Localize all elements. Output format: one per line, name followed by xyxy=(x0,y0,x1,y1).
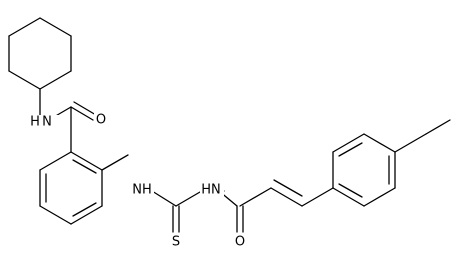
methyl-tip xyxy=(425,119,451,135)
acyl-carbonyl-double-bond xyxy=(236,205,244,233)
vinyl-ring-bond xyxy=(301,187,334,207)
amide-n-label: N xyxy=(42,115,52,130)
atom-labels: H N O NH HN S O xyxy=(26,112,247,250)
label-mask xyxy=(169,234,183,250)
methyl-bond xyxy=(394,133,427,153)
cyclohexyl-ring xyxy=(8,17,72,90)
amide-carbonyl-double-bond xyxy=(70,101,97,121)
acyl-vinyl-bond xyxy=(239,187,272,207)
left-nh-label: NH xyxy=(132,183,152,198)
label-mask xyxy=(200,183,224,199)
nh-thiourea-bond xyxy=(151,190,177,207)
amide-h-label: H xyxy=(30,115,40,130)
label-mask xyxy=(94,112,108,128)
benzamide-ring xyxy=(39,151,103,225)
label-mask xyxy=(26,115,60,131)
ring-nh-bond xyxy=(101,154,129,171)
amide-oxygen-label: O xyxy=(96,113,106,128)
label-mask xyxy=(130,183,154,199)
sulfur-label: S xyxy=(172,235,180,250)
right-hn-label: HN xyxy=(201,183,221,198)
thiocarbonyl-double-bond xyxy=(172,205,180,233)
vinyl-double-bond xyxy=(270,179,303,207)
tolyl-ring xyxy=(332,133,396,207)
label-mask xyxy=(233,234,247,250)
acyl-oxygen-label: O xyxy=(235,235,245,250)
thiourea-hn-bond xyxy=(175,191,201,207)
